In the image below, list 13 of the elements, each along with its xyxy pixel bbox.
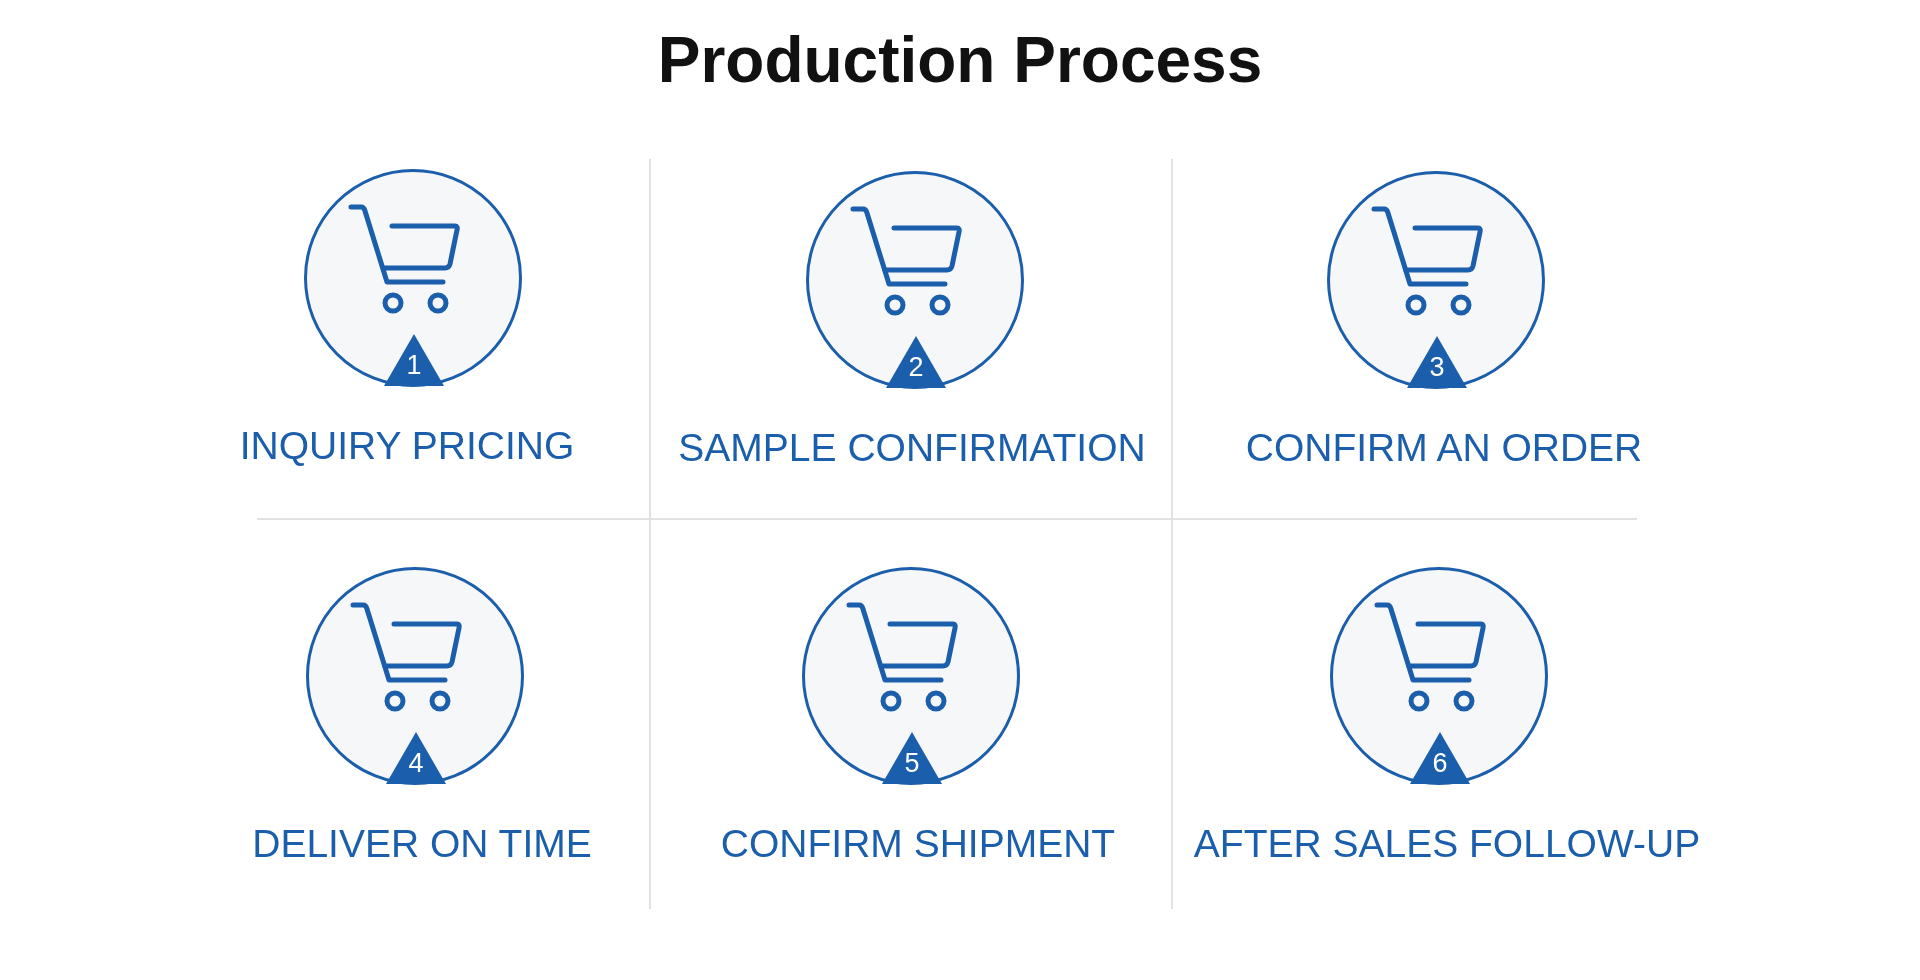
step-number-marker: 3: [1407, 336, 1467, 388]
step-number-marker: 6: [1410, 732, 1470, 784]
step-caption: CONFIRM SHIPMENT: [720, 822, 1116, 866]
step-caption: SAMPLE CONFIRMATION: [678, 426, 1146, 470]
title: Production Process: [657, 23, 1263, 98]
step-caption: INQUIRY PRICING: [239, 424, 575, 468]
step-caption: DELIVER ON TIME: [252, 822, 592, 866]
step-number-marker: 4: [386, 732, 446, 784]
step-caption: AFTER SALES FOLLOW-UP: [1193, 822, 1701, 866]
step-number-marker: 5: [882, 732, 942, 784]
step-caption: CONFIRM AN ORDER: [1245, 426, 1643, 470]
step-number-marker: 2: [886, 336, 946, 388]
step-number-marker: 1: [384, 334, 444, 386]
